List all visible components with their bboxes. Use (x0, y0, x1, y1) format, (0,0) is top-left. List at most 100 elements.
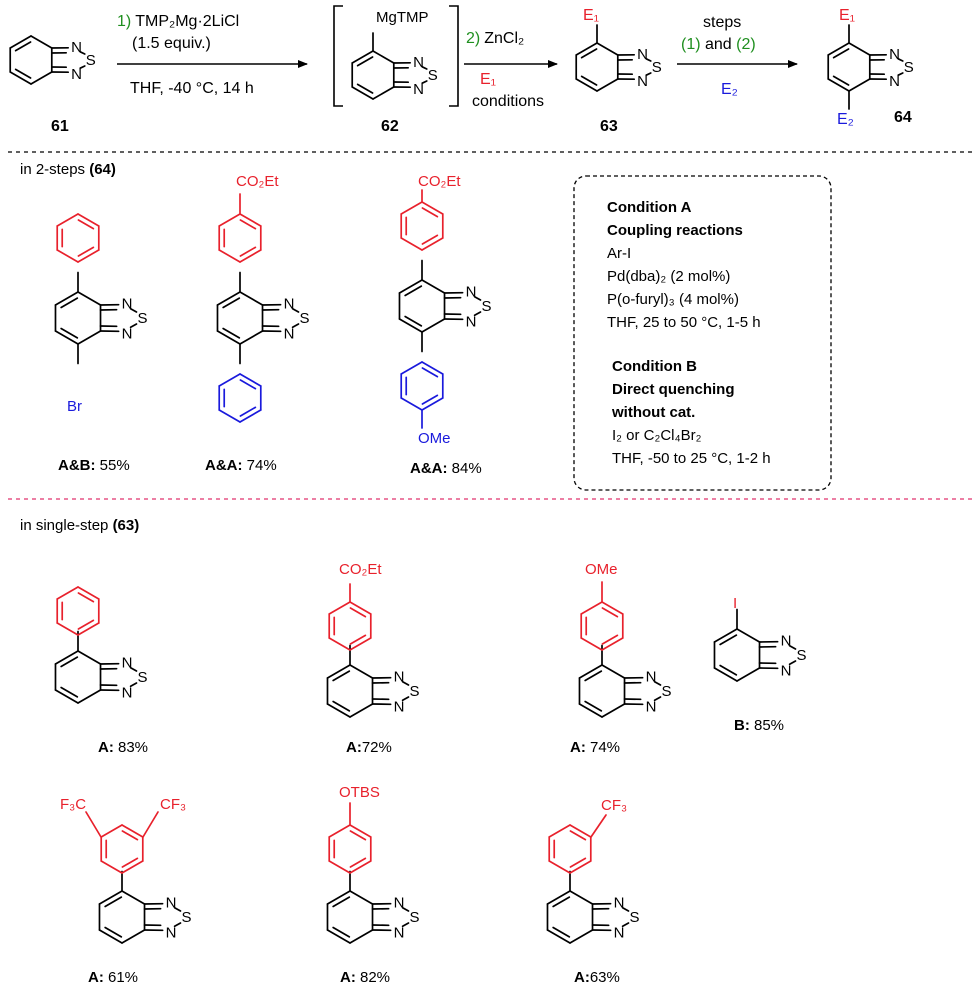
bond-line-251 (104, 926, 123, 938)
ring-atom-n: N (646, 698, 657, 715)
molecule-drawings (9, 24, 904, 944)
yield-a-82: A: 82% (340, 969, 390, 986)
condition-b-subtitle-1: Direct quenching (612, 381, 735, 398)
substituent-co2et-1: CO₂Et (236, 173, 279, 190)
bond-line-0 (30, 35, 53, 49)
mgtmp-label: MgTMP (376, 9, 429, 26)
bond-line-26 (421, 65, 428, 70)
bond-line-5 (9, 35, 32, 49)
bond-line-271 (349, 890, 374, 905)
bond-line-299 (546, 929, 571, 944)
step1-reagent: 1)TMP₂Mg·2LiCl (117, 13, 239, 30)
ring-atom-n: N (394, 669, 405, 686)
bond-line-207 (601, 703, 626, 718)
ring-atom-n: N (122, 325, 133, 342)
bond-line-56 (897, 57, 904, 62)
bond-line-248 (98, 929, 123, 944)
bond-line-116 (239, 379, 257, 390)
bond-line-73 (129, 323, 138, 329)
bond-line-16 (372, 86, 395, 100)
bond-line-193 (401, 696, 410, 702)
bond-line-27 (421, 80, 428, 85)
ring-atom-s: S (138, 669, 148, 686)
bond-line-192 (401, 680, 410, 686)
ring-atom-s: S (662, 683, 672, 700)
ring-atom-n: N (122, 296, 133, 313)
ring-atom-s: S (410, 683, 420, 700)
bond-line-242 (788, 644, 797, 650)
substituent-co2et-2: CO₂Et (418, 173, 461, 190)
condition-b-line-2: THF, -50 to 25 °C, 1-2 h (612, 450, 771, 467)
condition-b-title: Condition B (612, 358, 697, 375)
yield-a-72: A:72% (346, 739, 392, 756)
step1-equiv: (1.5 equiv.) (132, 35, 211, 52)
ring-atom-n: N (466, 284, 477, 301)
ring-atom-s: S (410, 909, 420, 926)
ring-atom-n: N (413, 81, 424, 98)
bond-line-133 (473, 311, 482, 317)
bond-line-252 (104, 896, 123, 908)
bond-line-187 (332, 670, 351, 682)
step3-top: steps (703, 14, 741, 31)
ring-atom-s: S (630, 909, 640, 926)
condition-b-line-1: I₂ or C₂Cl₄Br₂ (612, 427, 702, 444)
yield-a-83: A: 83% (98, 739, 148, 756)
bond-line-168 (129, 666, 138, 672)
bond-line-46 (848, 78, 871, 92)
bond-line-20 (356, 83, 374, 94)
ring-atom-n: N (71, 66, 82, 83)
bond-line-147 (421, 397, 444, 411)
bond-line-7 (14, 41, 32, 52)
bond-line-266 (121, 830, 139, 841)
bond-line-82 (77, 219, 95, 230)
bond-line-247 (121, 929, 146, 944)
bond-line-49 (827, 42, 850, 56)
bond-line-31 (596, 78, 619, 92)
bond-line-107 (239, 219, 257, 230)
compound-number-63: 63 (600, 118, 618, 135)
bond-line-283 (401, 906, 410, 912)
bond-line-113 (218, 409, 241, 423)
bond-line-233 (713, 667, 738, 682)
bond-line-230 (736, 628, 761, 643)
bond-line-103 (239, 249, 262, 263)
bond-line-313 (569, 860, 592, 874)
ring-atom-s: S (182, 909, 192, 926)
bond-line-41 (645, 57, 652, 62)
bond-line-237 (719, 634, 738, 646)
bond-line-316 (548, 824, 571, 838)
right-bracket (449, 5, 459, 107)
bond-line-2 (30, 71, 53, 85)
bond-line-201 (349, 607, 367, 618)
ring-atom-n: N (166, 924, 177, 941)
ring-atom-n: N (413, 54, 424, 71)
ring-atom-s: S (428, 67, 438, 84)
compound-number-61: 61 (51, 118, 69, 135)
bond-line-217 (653, 680, 662, 686)
bond-line-308 (621, 906, 630, 912)
bond-line-273 (349, 929, 374, 944)
bond-line-13 (79, 65, 86, 70)
bond-line-76 (77, 213, 100, 227)
bond-line-227 (601, 634, 619, 645)
bond-line-226 (601, 607, 619, 618)
bond-line-98 (291, 323, 300, 329)
bond-line-158 (77, 689, 102, 704)
ring-atom-n: N (614, 924, 625, 941)
bond-line-185 (326, 664, 351, 679)
bond-line-257 (173, 906, 182, 912)
condition-a-line-1: Ar-I (607, 245, 631, 262)
bond-line-258 (173, 922, 182, 928)
section-two-steps: in 2-steps (64) (20, 161, 116, 178)
bond-line-81 (56, 213, 79, 227)
yield-a-61: A: 61% (88, 969, 138, 986)
yield-a-63: A:63% (574, 969, 620, 986)
bond-line-318 (569, 857, 587, 868)
step3-mid: (1) and (2) (681, 36, 756, 53)
bond-line-126 (404, 315, 423, 327)
bond-line-183 (326, 703, 351, 718)
bond-line-314 (548, 860, 571, 874)
yield-a-b-55: A&B: 55% (58, 457, 130, 474)
